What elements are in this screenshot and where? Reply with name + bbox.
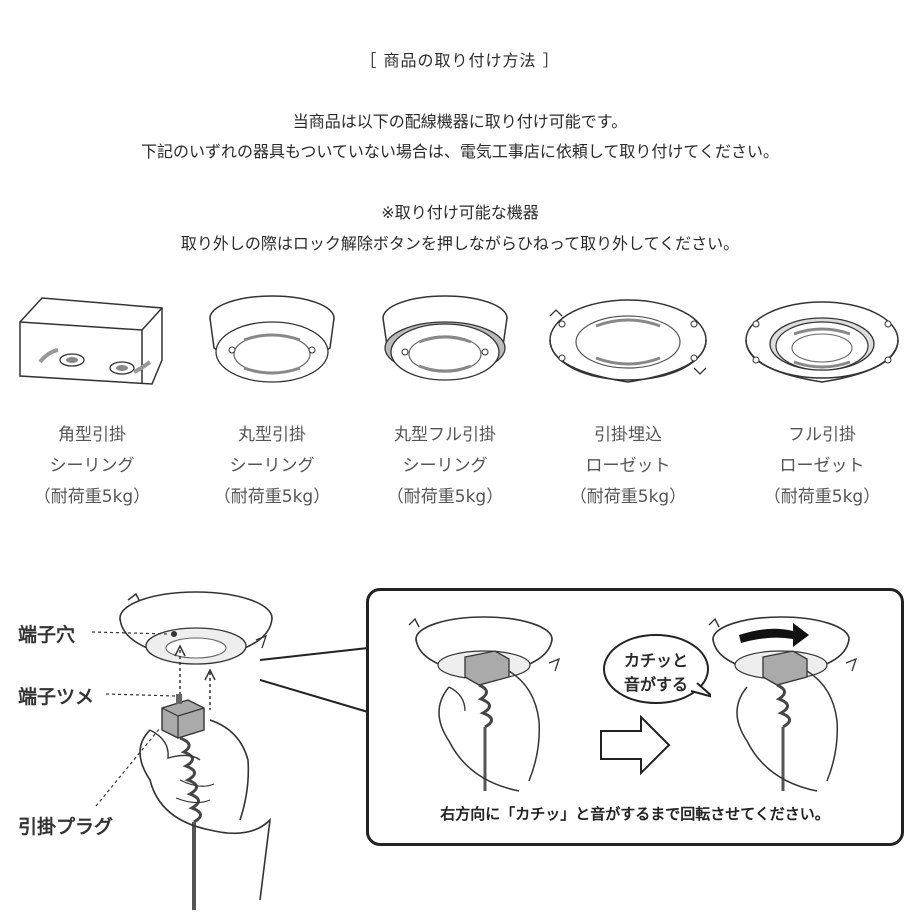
full-rosette-icon bbox=[745, 301, 899, 383]
device-label: フル引掛ローゼット（耐荷重5kg） bbox=[763, 425, 881, 507]
plug-insertion-illustration bbox=[91, 591, 273, 910]
device-round-ceiling: 丸型引掛シーリング（耐荷重5kg） bbox=[192, 290, 352, 520]
device-label: 丸型フル引掛シーリング（耐荷重5kg） bbox=[386, 425, 504, 507]
intro-line-1: 当商品は以下の配線機器に取り付け可能です。 bbox=[292, 112, 628, 131]
intro-line-2: 下記のいずれの器具もついていない場合は、電気工事店に依頼して取り付けてください。 bbox=[141, 142, 779, 161]
callout-terminal-hole: 端子穴 bbox=[18, 624, 76, 646]
page-title: ［ 商品の取り付け方法 ］ bbox=[360, 51, 560, 70]
note-line-1: ※取り付け可能な機器 bbox=[381, 203, 539, 222]
round-full-ceiling-icon bbox=[382, 295, 508, 381]
square-ceiling-icon bbox=[19, 297, 163, 385]
callout-hook-plug: 引掛プラグ bbox=[18, 816, 114, 838]
device-full-rosette: フル引掛ローゼット（耐荷重5kg） bbox=[742, 290, 902, 520]
bubble-text: カチッと 音がする bbox=[623, 651, 688, 694]
click-sound-bubble: カチッと 音がする bbox=[601, 631, 711, 711]
note-line-2: 取り外しの際はロック解除ボタンを押しながらひねって取り外してください。 bbox=[180, 234, 740, 253]
device-label: 丸型引掛シーリング（耐荷重5kg） bbox=[213, 425, 331, 507]
device-label: 引掛埋込ローゼット（耐荷重5kg） bbox=[569, 425, 687, 507]
callout-terminal-claw: 端子ツメ bbox=[18, 686, 95, 708]
zoom-connector-lines bbox=[260, 647, 369, 713]
round-ceiling-icon bbox=[209, 295, 335, 383]
speech-bubble-shape bbox=[603, 634, 711, 704]
rotation-illustration bbox=[408, 616, 858, 792]
rotation-caption: 右方向に「カチッ」と音がするまで回転させてください。 bbox=[440, 805, 830, 823]
device-embedded-rosette: 引掛埋込ローゼット（耐荷重5kg） bbox=[548, 290, 708, 520]
plug-insertion-diagram: 端子穴 端子ツメ 引掛プラグ bbox=[0, 580, 340, 910]
embedded-rosette-icon bbox=[549, 299, 707, 383]
rotation-instruction-panel: カチッと 音がする 右方向に「カチッ」と音がするまで回転させてください。 bbox=[366, 588, 904, 846]
device-round-full-ceiling: 丸型フル引掛シーリング（耐荷重5kg） bbox=[365, 290, 525, 520]
device-label: 角型引掛シーリング（耐荷重5kg） bbox=[33, 425, 151, 507]
device-square-ceiling: 角型引掛シーリング（耐荷重5kg） bbox=[12, 290, 172, 520]
